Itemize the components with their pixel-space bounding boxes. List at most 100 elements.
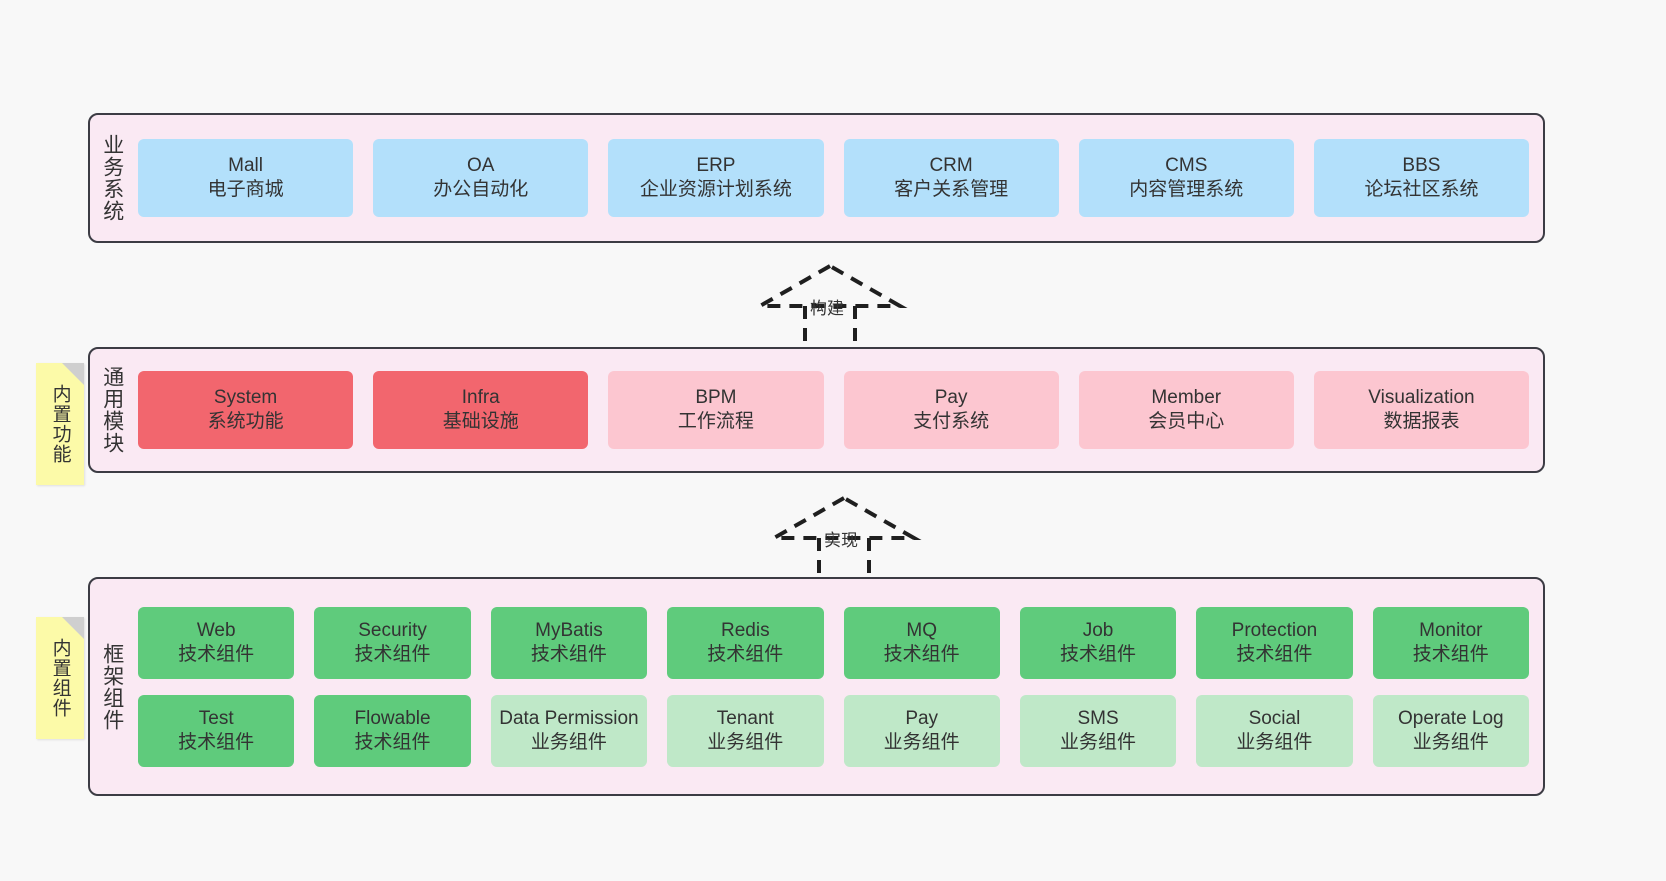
node-title: CRM (929, 155, 973, 177)
node-subtitle: 论坛社区系统 (1364, 179, 1479, 200)
node-title: Flowable (354, 707, 431, 729)
layer-business-systems-label: 业务系统 (100, 134, 124, 222)
node-subtitle: 会员中心 (1148, 411, 1225, 432)
node-subtitle: 技术组件 (1060, 643, 1137, 665)
row: System 系统功能 Infra 基础设施 BPM 工作流程 Pay 支付系统… (138, 371, 1530, 449)
node-pay-component[interactable]: Pay 业务组件 (843, 694, 1000, 767)
node-subtitle: 业务组件 (1236, 731, 1313, 753)
implement-arrow-icon (766, 495, 922, 580)
node-redis[interactable]: Redis 技术组件 (667, 606, 824, 679)
node-tenant[interactable]: Tenant 业务组件 (667, 694, 824, 767)
node-mall[interactable]: Mall 电子商城 (138, 139, 354, 217)
node-title: MyBatis (535, 619, 603, 641)
node-visualization[interactable]: Visualization 数据报表 (1313, 371, 1530, 449)
node-title: Visualization (1368, 387, 1475, 409)
node-subtitle: 内容管理系统 (1129, 179, 1244, 200)
node-title: CMS (1165, 155, 1208, 177)
node-title: Redis (721, 619, 770, 641)
node-subtitle: 业务组件 (1060, 731, 1137, 753)
node-title: Pay (934, 387, 968, 409)
sticky-note-label: 内置功能 (49, 384, 71, 464)
node-title: Pay (905, 707, 939, 729)
node-title: OA (467, 155, 495, 177)
node-subtitle: 企业资源计划系统 (639, 179, 792, 200)
node-subtitle: 技术组件 (178, 643, 255, 665)
sticky-note-label: 内置组件 (49, 638, 71, 718)
node-title: BBS (1402, 155, 1441, 177)
layer-framework-components-body: Web 技术组件 Security 技术组件 MyBatis 技术组件 Redi… (134, 579, 1543, 794)
node-member[interactable]: Member 会员中心 (1078, 371, 1294, 449)
node-title: Monitor (1419, 619, 1483, 641)
row: Web 技术组件 Security 技术组件 MyBatis 技术组件 Redi… (138, 606, 1529, 679)
node-subtitle: 系统功能 (207, 411, 284, 432)
node-sms[interactable]: SMS 业务组件 (1019, 694, 1177, 767)
node-subtitle: 客户关系管理 (894, 179, 1009, 200)
node-mq[interactable]: MQ 技术组件 (843, 606, 1000, 679)
node-subtitle: 业务组件 (1412, 731, 1489, 753)
node-bpm[interactable]: BPM 工作流程 (608, 371, 824, 449)
node-title: Job (1082, 619, 1114, 641)
node-title: BPM (695, 387, 737, 409)
node-title: Security (358, 619, 427, 641)
node-title: SMS (1077, 707, 1119, 729)
node-data-permission[interactable]: Data Permission 业务组件 (490, 694, 648, 767)
node-bbs[interactable]: BBS 论坛社区系统 (1313, 139, 1530, 217)
node-subtitle: 技术组件 (883, 643, 960, 665)
node-subtitle: 技术组件 (1236, 643, 1313, 665)
sticky-note-builtin-features: 内置功能 (36, 363, 84, 485)
connector-build-label: 构建 (810, 299, 844, 318)
row: Mall 电子商城 OA 办公自动化 ERP 企业资源计划系统 CRM 客户关系… (138, 139, 1530, 217)
node-monitor[interactable]: Monitor 技术组件 (1372, 606, 1529, 679)
build-arrow-icon (752, 263, 908, 348)
node-title: Infra (461, 387, 500, 409)
node-web[interactable]: Web 技术组件 (138, 606, 295, 679)
node-subtitle: 技术组件 (530, 643, 607, 665)
node-title: Social (1248, 707, 1301, 729)
node-subtitle: 技术组件 (707, 643, 784, 665)
node-title: Operate Log (1397, 707, 1504, 729)
node-subtitle: 技术组件 (354, 643, 431, 665)
node-erp[interactable]: ERP 企业资源计划系统 (608, 139, 824, 217)
node-subtitle: 办公自动化 (433, 179, 529, 200)
node-subtitle: 技术组件 (178, 731, 255, 753)
connector-build: 构建 (752, 258, 912, 348)
node-operate-log[interactable]: Operate Log 业务组件 (1372, 694, 1529, 767)
node-infra[interactable]: Infra 基础设施 (373, 371, 589, 449)
node-title: Tenant (716, 707, 774, 729)
node-oa[interactable]: OA 办公自动化 (373, 139, 589, 217)
node-pay[interactable]: Pay 支付系统 (843, 371, 1059, 449)
node-security[interactable]: Security 技术组件 (314, 606, 471, 679)
node-test[interactable]: Test 技术组件 (138, 694, 295, 767)
sticky-fold-corner (62, 363, 84, 385)
node-mybatis[interactable]: MyBatis 技术组件 (490, 606, 648, 679)
node-subtitle: 技术组件 (1412, 643, 1489, 665)
layer-business-systems: 业务系统 Mall 电子商城 OA 办公自动化 ERP 企业资源计划系统 CRM… (88, 113, 1545, 243)
node-subtitle: 工作流程 (677, 411, 754, 432)
node-subtitle: 业务组件 (883, 731, 960, 753)
connector-implement-label: 实现 (824, 531, 858, 550)
node-subtitle: 数据报表 (1383, 411, 1460, 432)
node-subtitle: 电子商城 (207, 179, 284, 200)
node-title: System (213, 387, 278, 409)
node-social[interactable]: Social 业务组件 (1196, 694, 1353, 767)
node-crm[interactable]: CRM 客户关系管理 (843, 139, 1059, 217)
layer-framework-components-label: 框架组件 (100, 642, 124, 731)
layer-framework-components: 框架组件 Web 技术组件 Security 技术组件 MyBatis 技术组件… (88, 577, 1545, 796)
node-subtitle: 支付系统 (913, 411, 990, 432)
node-title: Member (1151, 387, 1222, 409)
row: Test 技术组件 Flowable 技术组件 Data Permission … (138, 694, 1529, 767)
node-cms[interactable]: CMS 内容管理系统 (1078, 139, 1294, 217)
node-subtitle: 技术组件 (354, 731, 431, 753)
node-system[interactable]: System 系统功能 (138, 371, 354, 449)
layer-common-modules: 通用模块 System 系统功能 Infra 基础设施 BPM 工作流程 Pay… (88, 347, 1545, 473)
layer-common-modules-label: 通用模块 (100, 366, 124, 454)
node-title: Test (198, 707, 234, 729)
node-flowable[interactable]: Flowable 技术组件 (314, 694, 471, 767)
node-protection[interactable]: Protection 技术组件 (1196, 606, 1353, 679)
node-title: Mall (228, 155, 263, 177)
sticky-fold-corner (62, 617, 84, 639)
node-subtitle: 业务组件 (530, 731, 607, 753)
node-job[interactable]: Job 技术组件 (1019, 606, 1177, 679)
connector-implement: 实现 (766, 490, 926, 580)
